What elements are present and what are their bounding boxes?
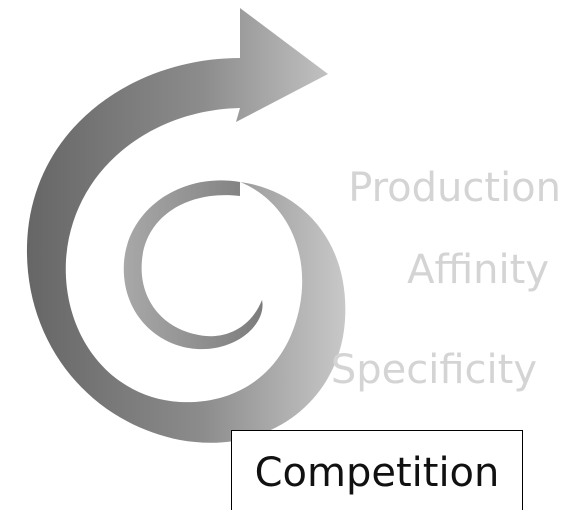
stage-label-specificity: Specificity <box>330 347 537 393</box>
spiral-inner-band <box>123 180 263 350</box>
highlighted-stage-box: Competition <box>231 430 523 510</box>
stage-label-affinity: Affinity <box>407 247 549 293</box>
stage-label-production: Production <box>348 165 561 211</box>
spiral-outer-band <box>26 8 346 443</box>
stage-label-competition: Competition <box>254 450 500 496</box>
